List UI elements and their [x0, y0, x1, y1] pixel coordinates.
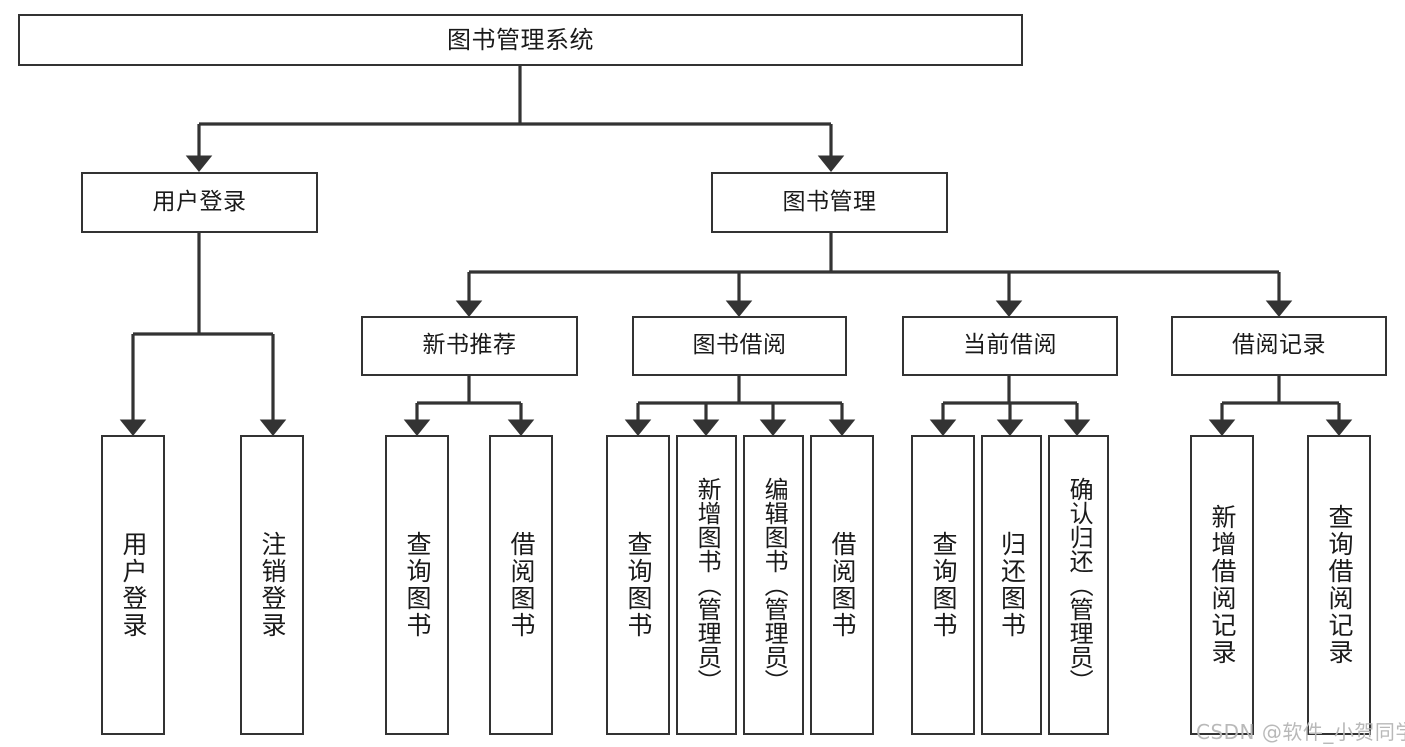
- node-leaf-borrow-query-book[interactable]: 查询图书: [606, 435, 670, 735]
- node-new-book-recommendation[interactable]: 新书推荐: [361, 316, 578, 376]
- node-leaf-return-book[interactable]: 归还图书: [981, 435, 1042, 735]
- node-user-login[interactable]: 用户登录: [81, 172, 318, 233]
- node-leaf-add-book-admin[interactable]: 新增图书（管理员）: [676, 435, 737, 735]
- node-current-borrowing[interactable]: 当前借阅: [902, 316, 1118, 376]
- node-leaf-confirm-return-admin[interactable]: 确认归还（管理员）: [1048, 435, 1109, 735]
- node-leaf-query-borrow-record[interactable]: 查询借阅记录: [1307, 435, 1371, 735]
- node-root-book-management-system[interactable]: 图书管理系统: [18, 14, 1023, 66]
- node-leaf-edit-book-admin[interactable]: 编辑图书（管理员）: [743, 435, 804, 735]
- node-leaf-add-borrow-record[interactable]: 新增借阅记录: [1190, 435, 1254, 735]
- node-book-management[interactable]: 图书管理: [711, 172, 948, 233]
- node-leaf-logout[interactable]: 注销登录: [240, 435, 304, 735]
- node-leaf-borrow-book[interactable]: 借阅图书: [810, 435, 874, 735]
- node-leaf-recommend-borrow-book[interactable]: 借阅图书: [489, 435, 553, 735]
- node-leaf-current-query-book[interactable]: 查询图书: [911, 435, 975, 735]
- watermark-credit: CSDN @软件_小贺同学: [1196, 720, 1405, 744]
- node-borrowing-record[interactable]: 借阅记录: [1171, 316, 1387, 376]
- node-book-borrowing[interactable]: 图书借阅: [632, 316, 847, 376]
- node-leaf-recommend-query-book[interactable]: 查询图书: [385, 435, 449, 735]
- node-leaf-user-login[interactable]: 用户登录: [101, 435, 165, 735]
